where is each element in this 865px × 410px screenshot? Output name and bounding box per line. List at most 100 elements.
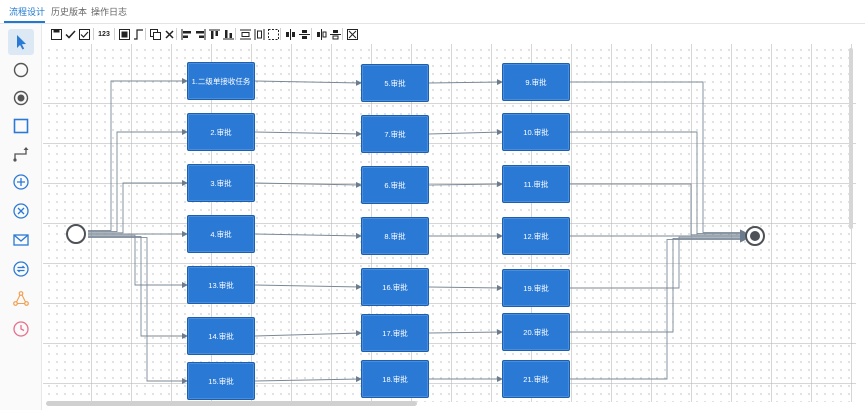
task-node-19[interactable]: 19.审批 [502,269,570,307]
fit-icon [346,28,358,40]
align-top-button[interactable] [207,27,221,41]
validate-icon [78,28,90,40]
sequence-flow [570,236,746,380]
task-node-11[interactable]: 11.审批 [502,165,570,203]
parallel-gateway-icon [13,174,29,190]
align-left-button[interactable] [179,27,193,41]
distribute-h-icon [239,29,251,39]
task-node-17[interactable]: 17.审批 [361,314,429,352]
center-h-icon [285,28,295,40]
sequence-flow [254,181,362,188]
tab-history-versions[interactable]: 历史版本 [51,7,88,17]
toolbar-separator [145,28,146,40]
tab-bar: 流程设计 历史版本 操作日志 [0,0,865,24]
task-node-8[interactable]: 8.审批 [361,217,429,255]
sequence-flow [570,235,746,333]
center-v-icon [298,29,310,39]
sequence-flow [570,81,746,236]
sequence-flow [428,79,503,86]
distribute-vertical-button[interactable] [252,27,266,41]
fill-button[interactable] [117,27,131,41]
select-area-button[interactable] [266,27,280,41]
sequence-flow [88,237,188,384]
tab-operation-log[interactable]: 操作日志 [91,7,128,17]
task-node-20[interactable]: 20.审批 [502,313,570,351]
parallel-gateway-tool[interactable] [8,169,34,195]
inclusive-gateway-tool[interactable] [8,256,34,282]
flip-vertical-button[interactable] [328,27,342,41]
center-vertical-button[interactable] [297,27,311,41]
pointer-tool[interactable] [8,29,34,55]
process-canvas[interactable]: 1.二级单接收任务 2.审批 3.审批 4.审批 13.审批 14.审批 15.… [43,44,856,402]
start-event[interactable] [66,224,86,244]
start-event-icon [13,62,29,78]
end-event-tool[interactable] [8,85,34,111]
save-button[interactable] [49,27,63,41]
sequence-flow [88,234,188,288]
task-tool[interactable] [8,113,34,139]
task-node-13[interactable]: 13.审批 [187,266,255,304]
vertical-scrollbar-thumb[interactable] [849,48,853,229]
check-icon [64,29,76,39]
align-top-icon [208,29,220,39]
horizontal-scrollbar-thumb[interactable] [46,401,417,406]
subprocess-tool[interactable] [8,286,34,312]
fit-view-button[interactable] [345,27,359,41]
toolbar-separator [114,28,115,40]
task-node-14[interactable]: 14.审批 [187,317,255,355]
task-icon [13,118,29,134]
align-right-button[interactable] [193,27,207,41]
pointer-icon [17,35,26,50]
exclusive-gateway-tool[interactable] [8,198,34,224]
task-node-12[interactable]: 12.审批 [502,217,570,255]
task-node-7[interactable]: 7.审批 [361,115,429,153]
task-node-3[interactable]: 3.审批 [187,164,255,202]
sequence-flow [254,232,362,239]
sequence-flow [254,79,362,86]
flip-horizontal-button[interactable] [314,27,328,41]
delete-button[interactable] [162,27,176,41]
task-node-18[interactable]: 18.审批 [361,360,429,398]
copy-icon [149,28,161,40]
message-event-tool[interactable] [8,227,34,253]
check-button[interactable] [63,27,77,41]
align-right-icon [195,28,205,40]
timer-event-icon [13,321,29,337]
task-node-2[interactable]: 2.审批 [187,113,255,151]
tab-flow-design[interactable]: 流程设计 [9,7,46,17]
task-node-15[interactable]: 15.审批 [187,362,255,400]
task-node-16[interactable]: 16.审批 [361,268,429,306]
subprocess-icon [13,291,29,306]
toolbar: 123 [45,26,865,42]
sequence-flow [428,181,503,188]
vertical-scrollbar[interactable] [848,44,854,400]
task-node-1[interactable]: 1.二级单接收任务 [187,62,255,100]
task-node-21[interactable]: 21.审批 [502,360,570,398]
inclusive-gateway-icon [13,261,29,277]
select-icon [267,28,279,40]
start-event-tool[interactable] [8,57,34,83]
delete-icon [164,29,174,39]
route-button[interactable] [131,27,145,41]
number-button[interactable]: 123 [96,27,112,41]
connection-tool[interactable] [8,141,34,167]
align-bottom-button[interactable] [221,27,235,41]
sequence-flow [570,183,746,238]
task-node-9[interactable]: 9.审批 [502,63,570,101]
task-node-4[interactable]: 4.审批 [187,215,255,253]
task-node-6[interactable]: 6.审批 [361,166,429,204]
exclusive-gateway-icon [13,203,29,219]
copy-button[interactable] [148,27,162,41]
horizontal-scrollbar[interactable] [43,400,856,406]
center-horizontal-button[interactable] [283,27,297,41]
task-node-10[interactable]: 10.审批 [502,113,570,151]
element-palette [0,24,42,410]
toolbar-separator [235,28,236,40]
timer-event-tool[interactable] [8,316,34,342]
message-event-icon [13,234,29,246]
distribute-horizontal-button[interactable] [238,27,252,41]
task-node-5[interactable]: 5.审批 [361,64,429,102]
end-event[interactable] [745,226,765,246]
sequence-flow [570,131,746,237]
validate-button[interactable] [77,27,91,41]
